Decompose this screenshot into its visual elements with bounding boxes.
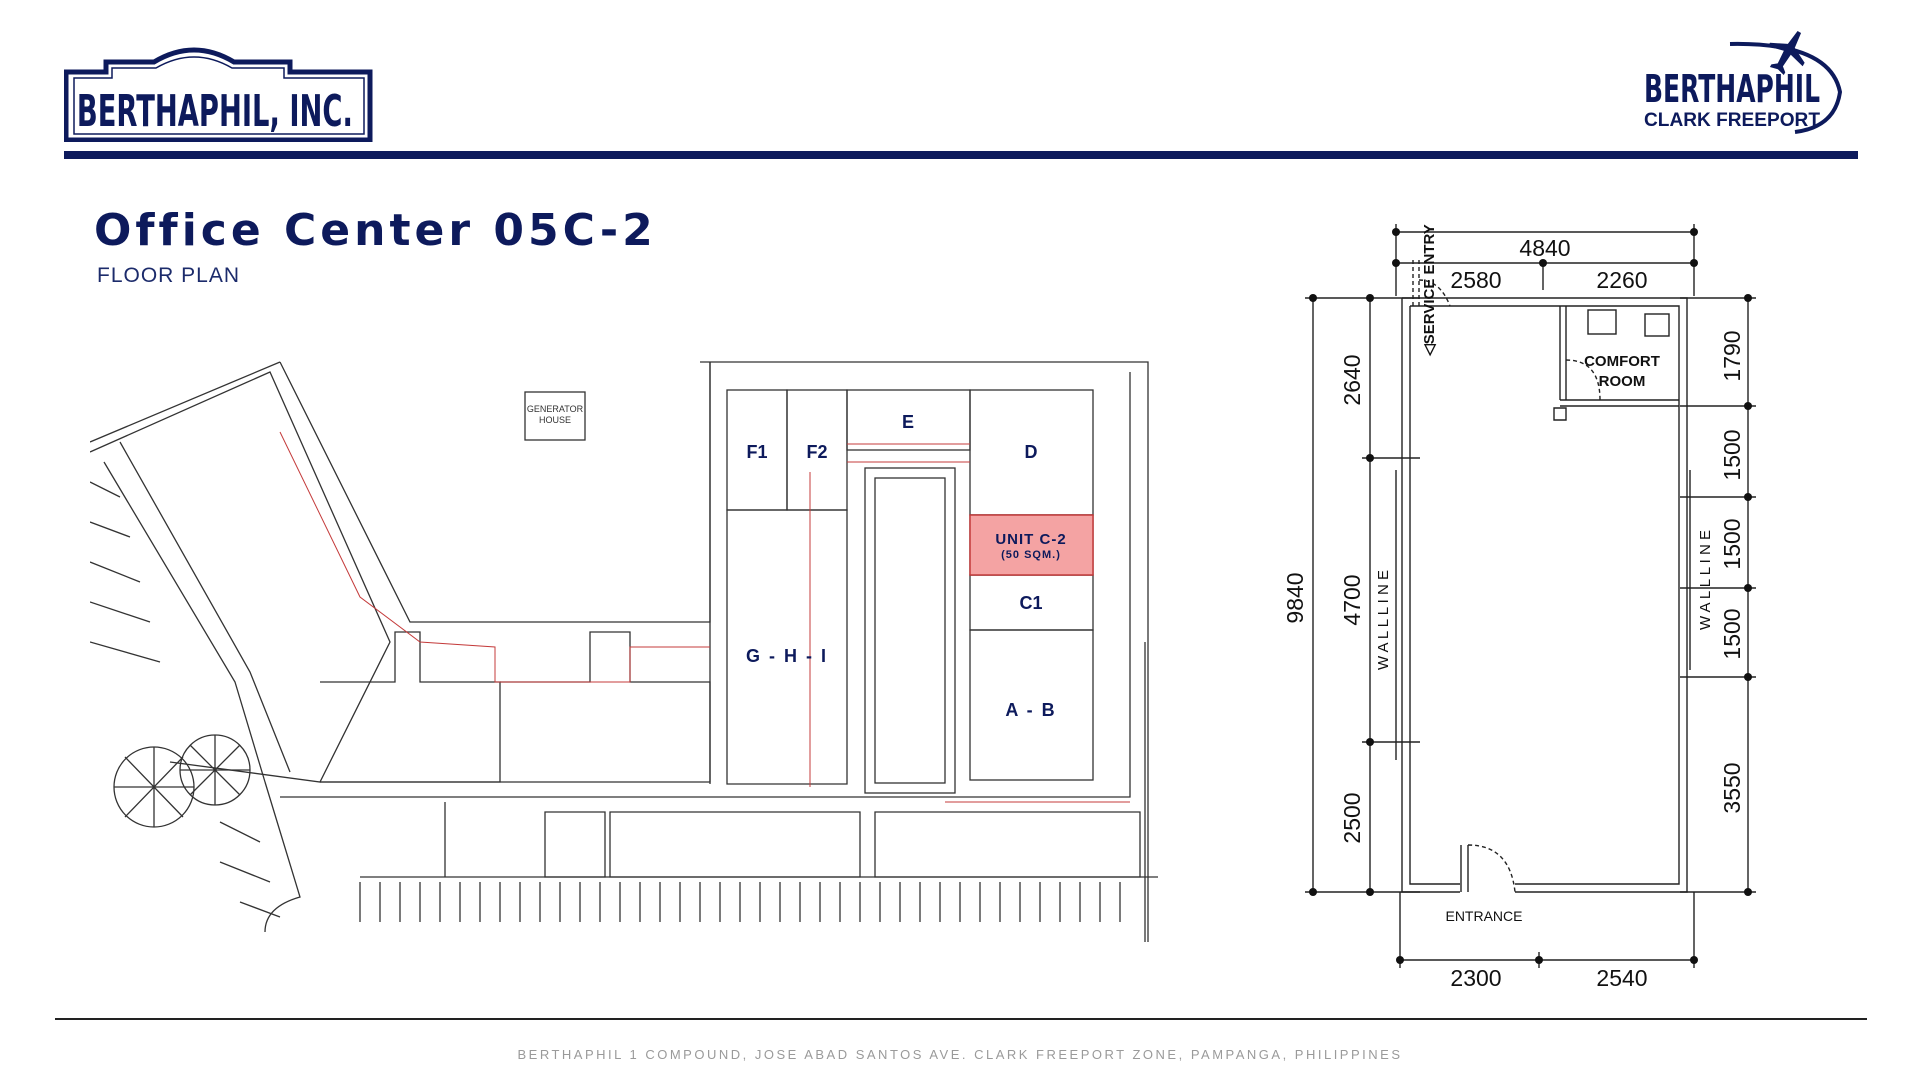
unit-f2-label: F2 <box>806 442 827 462</box>
footer-address: BERTHAPHIL 1 COMPOUND, JOSE ABAD SANTOS … <box>517 1047 1403 1062</box>
dim-left-top: 2640 <box>1339 354 1365 405</box>
unit-floor-plan: 4840 2580 2260 9840 2640 4700 2500 1790 … <box>1282 224 1756 991</box>
unit-f1-label: F1 <box>746 442 767 462</box>
unit-ghi-label: G - H - I <box>746 646 828 666</box>
page-title: Office Center 05C-2 <box>94 205 657 256</box>
header-divider <box>64 151 1858 159</box>
dim-right-3: 1500 <box>1719 518 1745 569</box>
dim-bottom-left: 2300 <box>1450 965 1501 991</box>
brand-logo-location: CLARK FREEPORT <box>1644 110 1820 131</box>
dim-left-total: 9840 <box>1282 572 1308 623</box>
unit-ab-label: A - B <box>1005 700 1056 720</box>
dim-right-1: 1790 <box>1719 330 1745 381</box>
service-entry-label: ◁SERVICE ENTRY <box>1421 224 1438 357</box>
generator-house-label-line2: HOUSE <box>539 415 571 425</box>
generator-house-label-line1: GENERATOR <box>527 404 584 414</box>
entrance-label: ENTRANCE <box>1445 908 1522 924</box>
dim-right-4: 1500 <box>1719 608 1745 659</box>
dim-left-mid: 4700 <box>1339 574 1365 625</box>
dim-top-right: 2260 <box>1596 267 1647 293</box>
berthaphil-inc-logo: BERTHAPHIL, INC. <box>64 47 373 142</box>
unit-c2-area-label: (50 SQM.) <box>1001 549 1061 561</box>
dim-right-5: 3550 <box>1719 762 1745 813</box>
comfort-room-label-line1: COMFORT <box>1584 353 1660 370</box>
unit-d-label: D <box>1025 442 1038 462</box>
dim-left-bottom: 2500 <box>1339 792 1365 843</box>
unit-c2-label: UNIT C-2 <box>995 531 1066 548</box>
site-plan: GENERATOR HOUSE F1 F2 E D UNIT C-2 (50 S… <box>90 361 1158 942</box>
brand-logo-name: BERTHAPHIL <box>1644 67 1820 111</box>
wall-line-left-label: W A L L L I N E <box>1375 570 1392 670</box>
footer-divider <box>55 1018 1867 1020</box>
airplane-icon <box>1768 31 1805 75</box>
dim-top-left: 2580 <box>1450 267 1501 293</box>
dim-right-2: 1500 <box>1719 429 1745 480</box>
comfort-room-label-line2: ROOM <box>1599 373 1646 390</box>
dim-top-total: 4840 <box>1519 235 1570 261</box>
unit-c1-label: C1 <box>1019 593 1042 613</box>
unit-e-label: E <box>902 412 914 432</box>
company-logo-text: BERTHAPHIL, INC. <box>77 85 353 136</box>
page-subtitle: FLOOR PLAN <box>97 264 241 287</box>
wall-line-right-label: W A L L L I N E <box>1697 530 1714 630</box>
unit-c2-highlight <box>969 514 1094 576</box>
dim-bottom-right: 2540 <box>1596 965 1647 991</box>
berthaphil-clark-logo: BERTHAPHIL CLARK FREEPORT <box>1644 31 1843 134</box>
